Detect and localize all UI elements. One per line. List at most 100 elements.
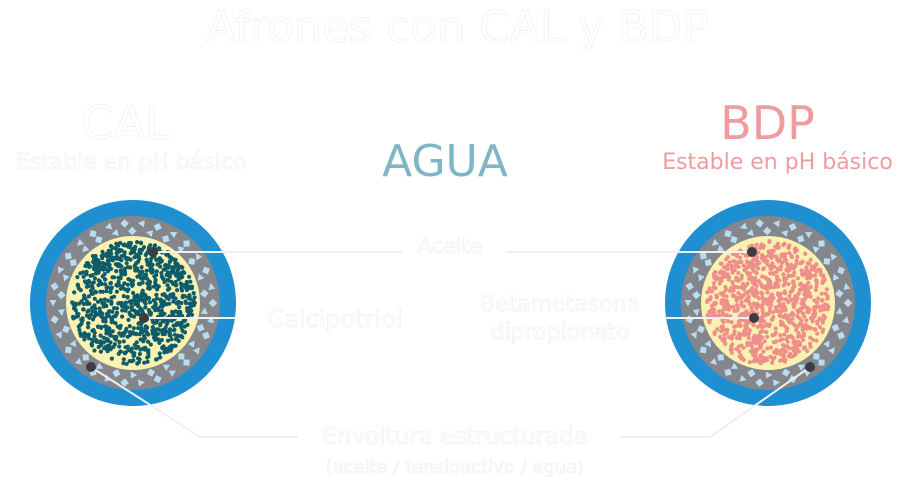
particle: [161, 327, 166, 332]
particle: [142, 297, 147, 302]
particle: [739, 303, 744, 308]
shell-square-mark: [781, 368, 791, 377]
shell-triangle-mark: [63, 274, 70, 282]
label-envelope-detail: (aceite / tensioactivo / agua): [325, 457, 585, 479]
particle: [136, 344, 141, 349]
particle: [729, 263, 734, 268]
particle: [729, 320, 734, 325]
particle: [80, 333, 85, 338]
particle: [97, 312, 103, 317]
afron-cal: [30, 200, 236, 406]
particle: [110, 245, 115, 250]
particle: [795, 276, 801, 281]
particle: [731, 288, 736, 293]
particle: [116, 279, 121, 284]
particle: [744, 310, 749, 315]
label-betamethasone-line1: Betametasona: [479, 292, 641, 318]
particle: [755, 266, 761, 271]
particle: [820, 320, 825, 325]
particle: [787, 293, 792, 299]
particle: [749, 305, 754, 310]
particle: [721, 297, 727, 302]
particle: [129, 305, 134, 310]
particle: [172, 327, 177, 332]
particle: [746, 298, 751, 304]
particle: [158, 323, 163, 328]
shell-triangle-mark: [797, 364, 806, 371]
particle: [122, 287, 127, 292]
marker-oil: [148, 247, 158, 257]
particle: [725, 266, 730, 272]
particle: [145, 262, 150, 267]
particle: [179, 288, 185, 293]
particle: [192, 295, 197, 300]
particle: [808, 275, 813, 280]
particle: [751, 323, 756, 328]
particle: [125, 294, 130, 300]
particle: [121, 361, 126, 366]
particle: [189, 304, 194, 309]
particle: [96, 269, 101, 274]
particle: [745, 341, 750, 346]
shell-square-mark: [62, 325, 70, 334]
particle: [794, 327, 799, 332]
particle: [819, 298, 824, 303]
particle: [164, 272, 169, 278]
page-title: Afrones con CAL y BDP: [206, 2, 709, 54]
particle: [120, 308, 125, 313]
particle: [797, 340, 802, 346]
particle: [148, 243, 153, 248]
particle: [146, 354, 151, 359]
particle: [156, 308, 161, 313]
shell-triangle-mark: [692, 266, 700, 274]
particle: [782, 275, 787, 281]
particle: [722, 327, 727, 332]
particle: [770, 360, 775, 365]
particle: [814, 284, 819, 289]
particle: [134, 331, 139, 336]
shell-triangle-mark: [195, 253, 203, 261]
particle: [819, 272, 824, 277]
particle: [133, 298, 138, 303]
particle: [805, 276, 810, 281]
particle: [171, 269, 176, 274]
particle: [723, 305, 728, 310]
particle: [741, 345, 746, 350]
particle: [739, 300, 744, 305]
particle: [759, 243, 764, 248]
particle: [114, 289, 119, 294]
particle: [759, 290, 764, 295]
particle: [89, 281, 95, 286]
shell-square-mark: [699, 252, 707, 260]
particle: [114, 254, 119, 259]
particle: [118, 240, 123, 246]
particle: [705, 299, 710, 304]
particle: [123, 272, 128, 277]
shell-triangle-mark: [823, 340, 830, 348]
particle: [794, 258, 799, 263]
particle: [742, 332, 747, 337]
shell-square-mark: [146, 368, 156, 377]
particle: [149, 256, 154, 261]
marker-calcipotriol: [139, 313, 149, 323]
shell-square-mark: [818, 359, 825, 366]
shell-triangle-mark: [197, 273, 205, 281]
shell-square-mark: [89, 230, 97, 238]
shell-square-mark: [724, 230, 732, 238]
particle: [111, 314, 116, 319]
particle: [763, 255, 768, 260]
particle: [75, 275, 80, 280]
particle: [753, 359, 759, 364]
shell-square-mark: [692, 290, 701, 300]
particle: [88, 288, 94, 293]
particle: [103, 277, 108, 282]
particle: [735, 302, 740, 307]
particle: [822, 315, 828, 320]
shell-triangle-mark: [57, 309, 65, 316]
particle: [786, 273, 791, 278]
particle: [166, 278, 171, 283]
marker-envelope: [86, 362, 96, 372]
shell-triangle-mark: [169, 231, 178, 239]
particle: [808, 257, 813, 262]
